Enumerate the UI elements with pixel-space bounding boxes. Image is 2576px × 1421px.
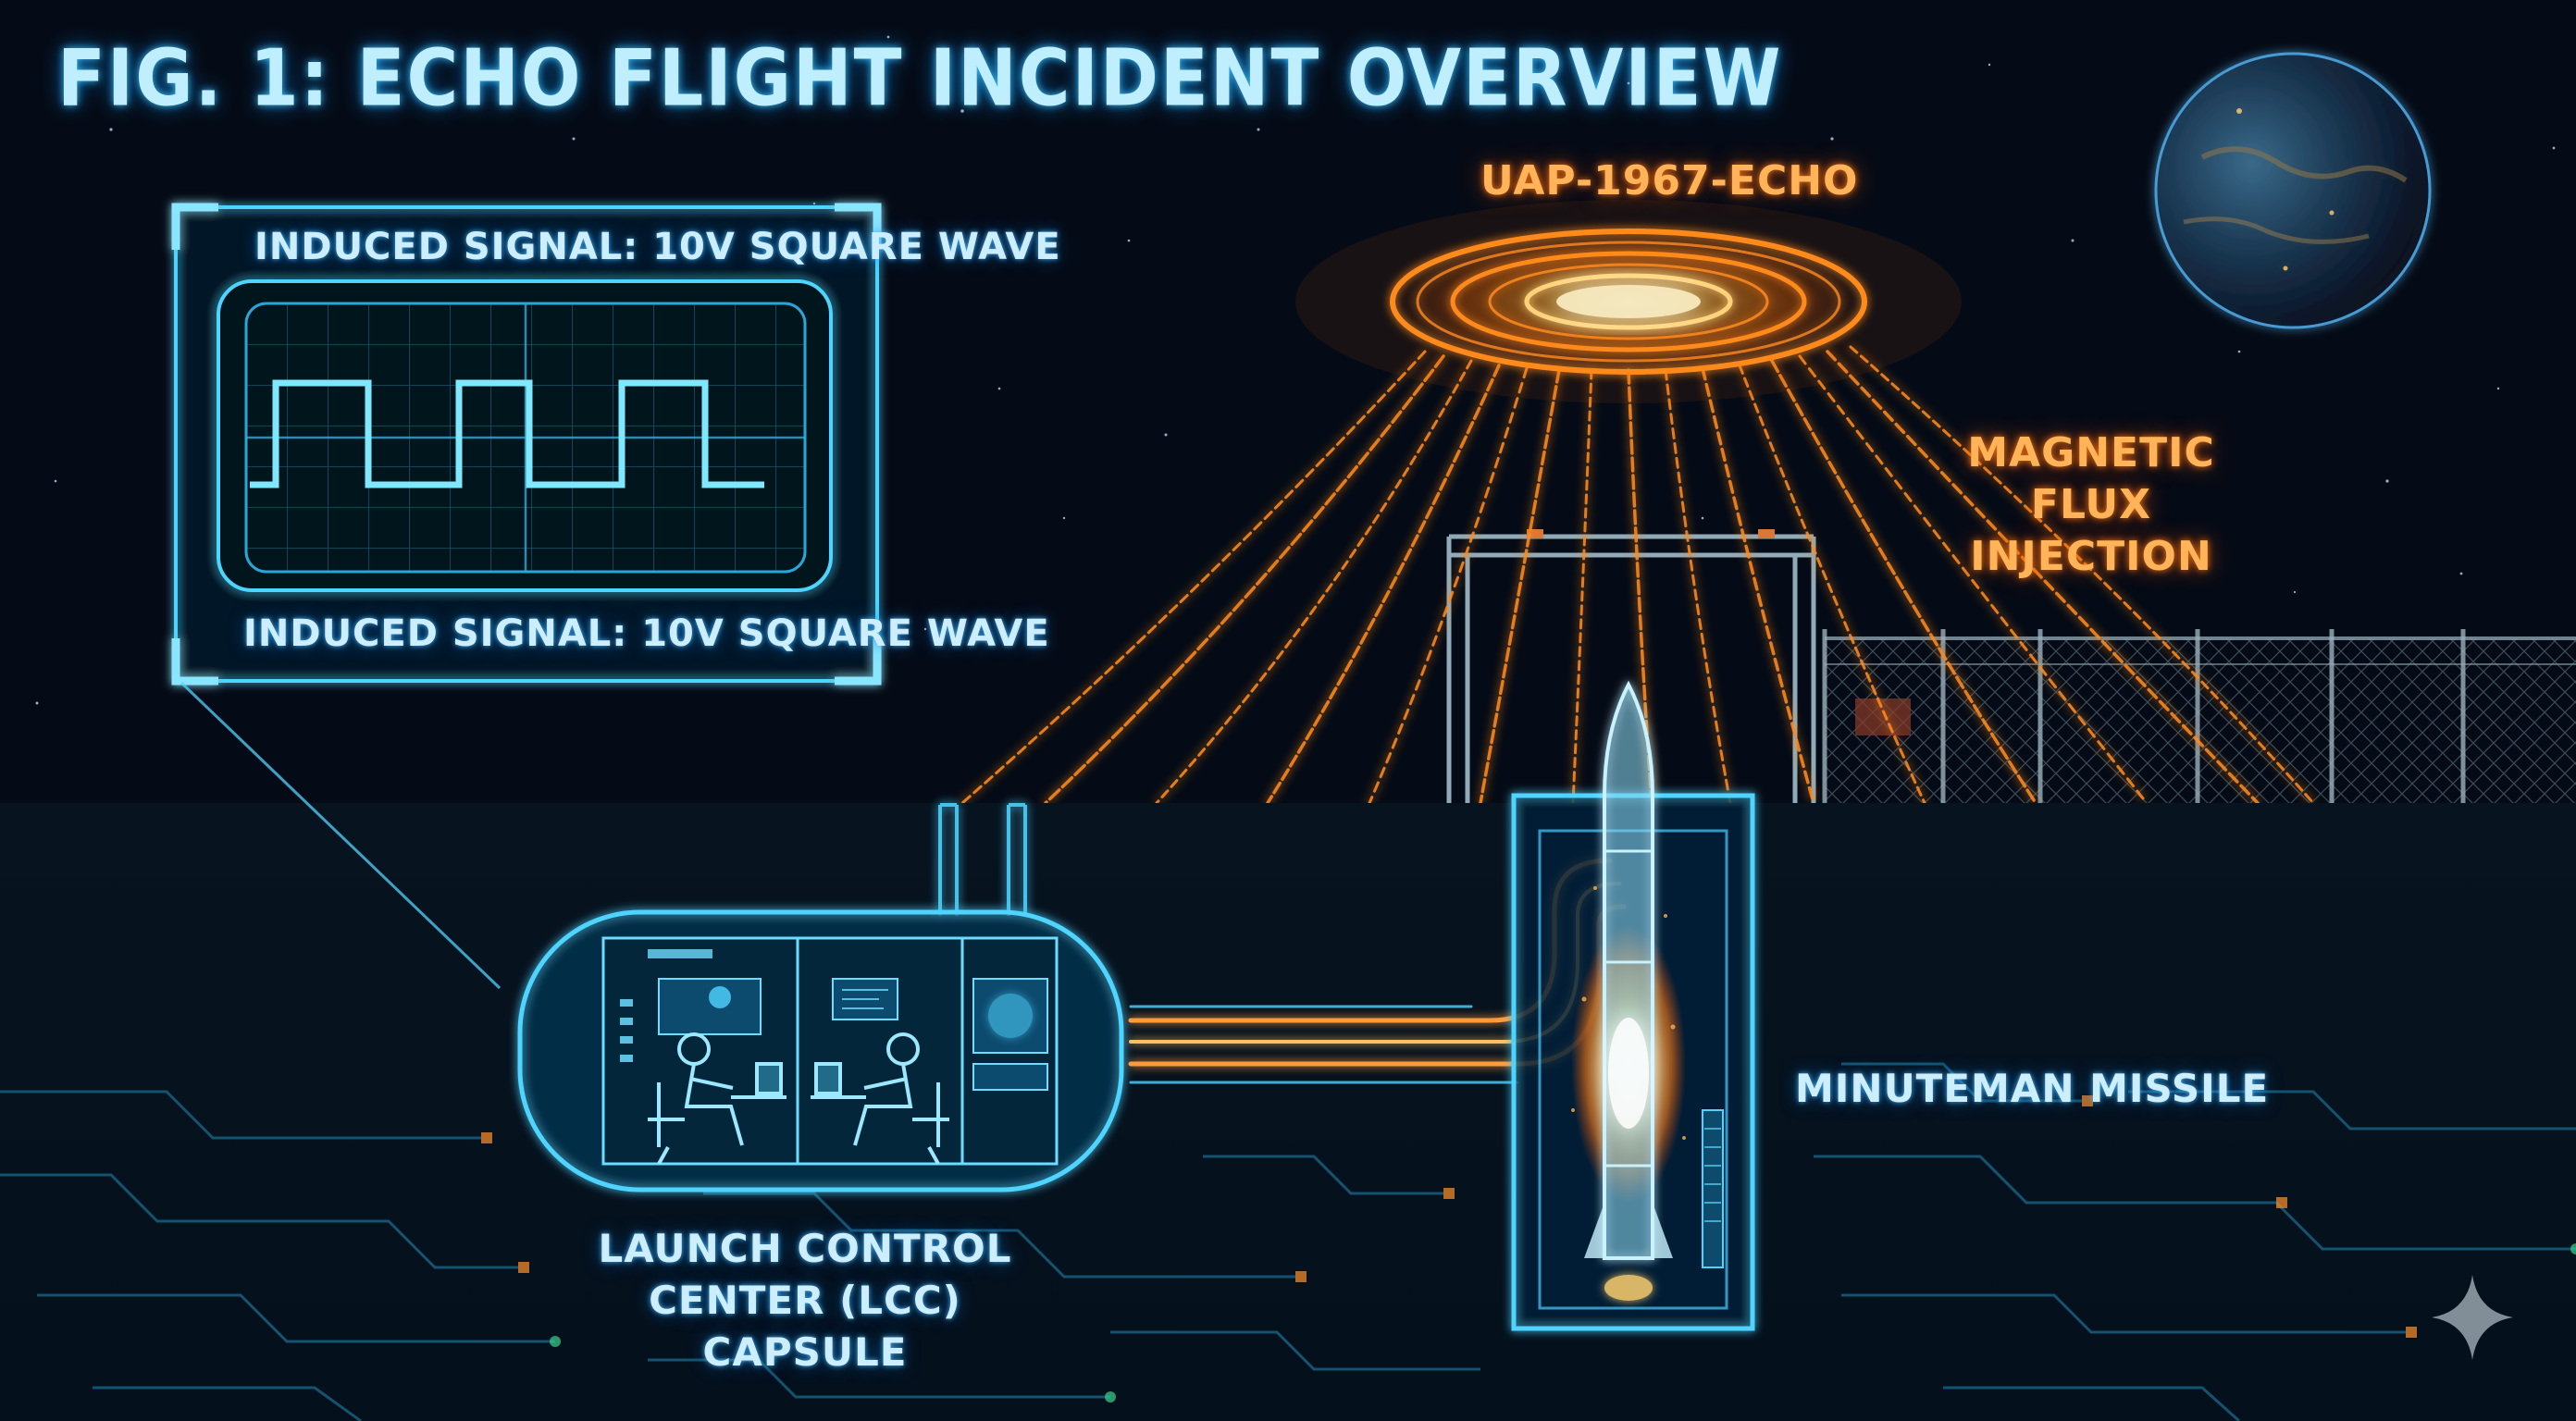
perimeter-fence: [1825, 629, 2576, 803]
uap-craft: [1046, 200, 2211, 403]
oscilloscope-caption-bottom: INDUCED SIGNAL: 10V SQUARE WAVE: [243, 612, 1050, 655]
flux-label: MAGNETIC FLUX INJECTION: [1934, 427, 2248, 583]
figure-title: FIG. 1: ECHO FLIGHT INCIDENT OVERVIEW: [57, 31, 1782, 124]
lcc-capsule: [520, 912, 1121, 1190]
uap-label: UAP-1967-ECHO: [1480, 157, 1858, 204]
oscilloscope-caption-top: INDUCED SIGNAL: 10V SQUARE WAVE: [254, 226, 1061, 268]
oscilloscope-panel: [176, 207, 877, 681]
planet: [2156, 54, 2430, 327]
missile-label: MINUTEMAN MISSILE: [1795, 1066, 2269, 1111]
lcc-label: LAUNCH CONTROL CENTER (LCC) CAPSULE: [592, 1223, 1018, 1378]
underground: [0, 803, 2576, 1421]
